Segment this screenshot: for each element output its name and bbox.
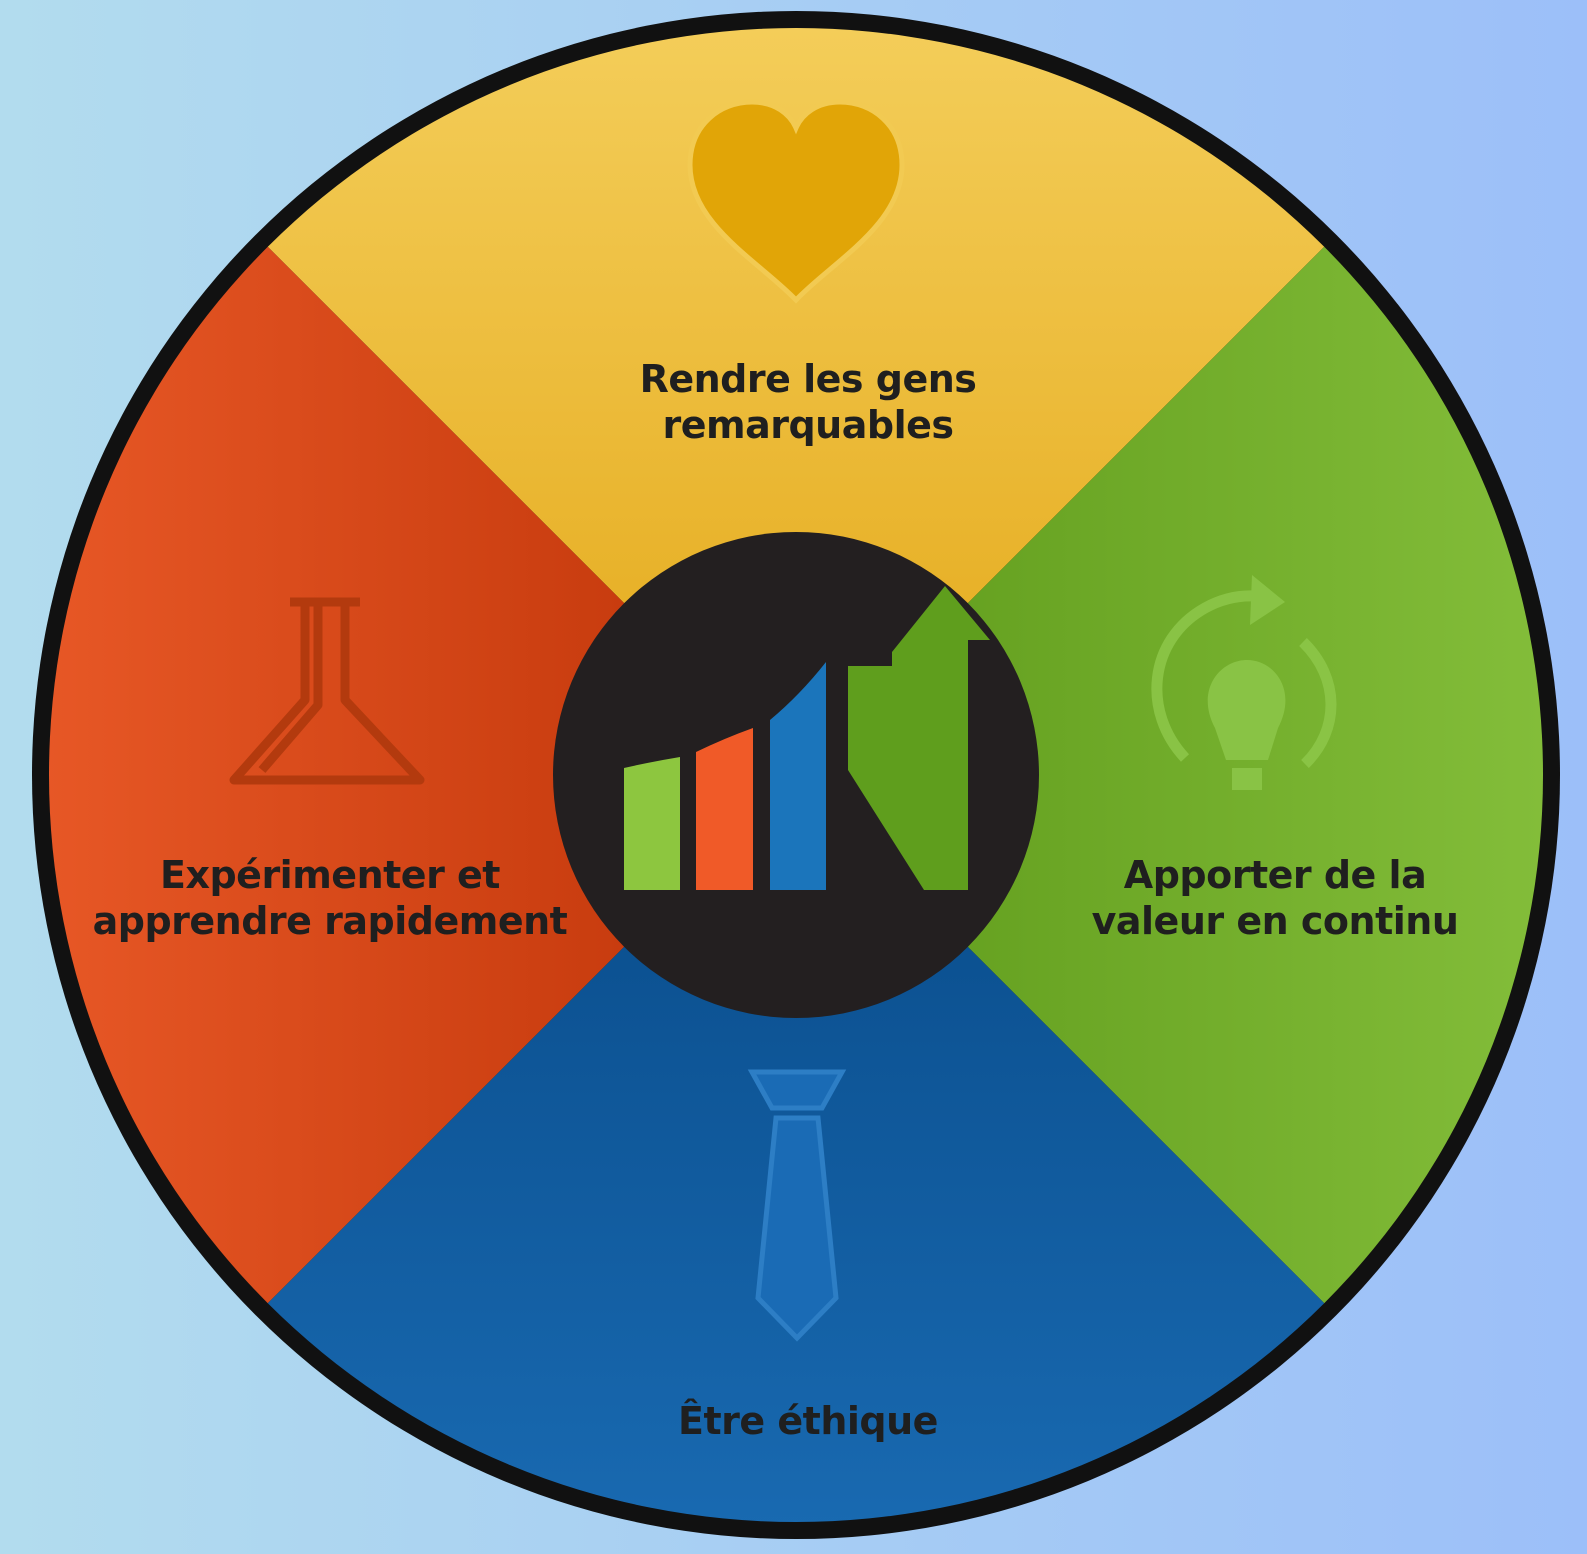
quadrant-left <box>49 28 796 1522</box>
quadrant-right-label: Apporter de la valeur en continu <box>1070 852 1480 944</box>
quadrant-right-label-line: Apporter de la <box>1123 853 1427 897</box>
bar-chart-n-logo <box>624 586 990 890</box>
quadrant-right <box>796 28 1543 1522</box>
necktie-icon <box>747 1069 847 1342</box>
lightbulb-cycle-icon <box>1151 575 1337 790</box>
quadrant-bottom-label-line: Être éthique <box>678 1399 938 1443</box>
flask-icon <box>229 597 425 785</box>
quadrant-left-label-line: Expérimenter et <box>160 853 500 897</box>
heart-icon <box>687 99 905 304</box>
quadrant-top <box>49 28 1543 775</box>
quadrant-top-label: Rendre les gens remarquables <box>608 356 1008 448</box>
quadrant-top-label-line: Rendre les gens <box>639 357 977 401</box>
quadrant-bottom-label: Être éthique <box>608 1398 1008 1444</box>
quadrant-right-label-line: valeur en continu <box>1091 899 1459 943</box>
quadrant-top-label-line: remarquables <box>662 403 954 447</box>
quadrant-left-label: Expérimenter et apprendre rapidement <box>80 852 580 944</box>
quadrant-left-label-line: apprendre rapidement <box>92 899 568 943</box>
